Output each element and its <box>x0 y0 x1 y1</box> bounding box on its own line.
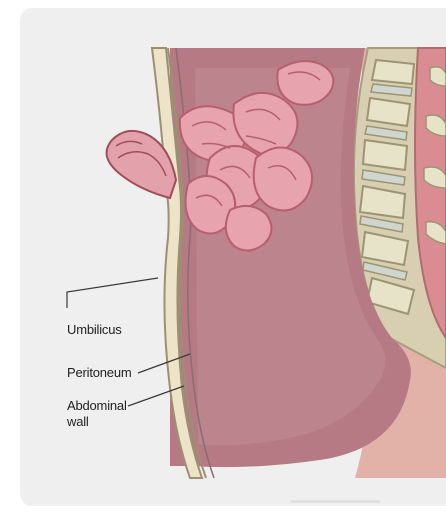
illustration-card: Umbilicus Peritoneum Abdominal wall <box>20 8 446 506</box>
abdominal-wall-label-line2: wall <box>67 414 127 430</box>
vertebra <box>367 98 410 126</box>
intestine-loop <box>254 147 312 210</box>
umbilicus-label: Umbilicus <box>67 322 122 338</box>
intestine-loop <box>226 206 272 251</box>
peritoneum-label: Peritoneum <box>67 365 131 381</box>
abdominal-wall-label: Abdominal wall <box>67 398 127 430</box>
abdominal-wall-label-line1: Abdominal <box>67 398 127 414</box>
caption-placeholder <box>290 500 380 503</box>
intestine-loop <box>277 61 333 105</box>
vertebra <box>363 140 407 170</box>
umbilical-hernia-illustration <box>20 8 446 506</box>
vertebra <box>372 60 414 84</box>
umbilicus-leader <box>67 278 158 308</box>
